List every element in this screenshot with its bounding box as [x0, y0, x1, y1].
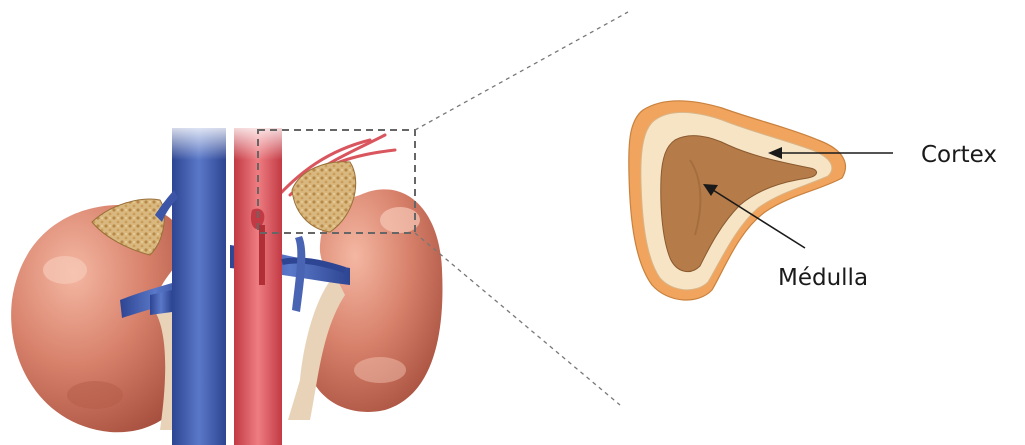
zoom-line-top	[415, 12, 628, 130]
left-kidney	[11, 205, 190, 432]
vessel-fade	[165, 120, 290, 160]
cortex-label: Cortex	[921, 142, 997, 168]
medulla-label: Médulla	[778, 265, 868, 291]
zoom-line-bottom	[415, 233, 620, 405]
